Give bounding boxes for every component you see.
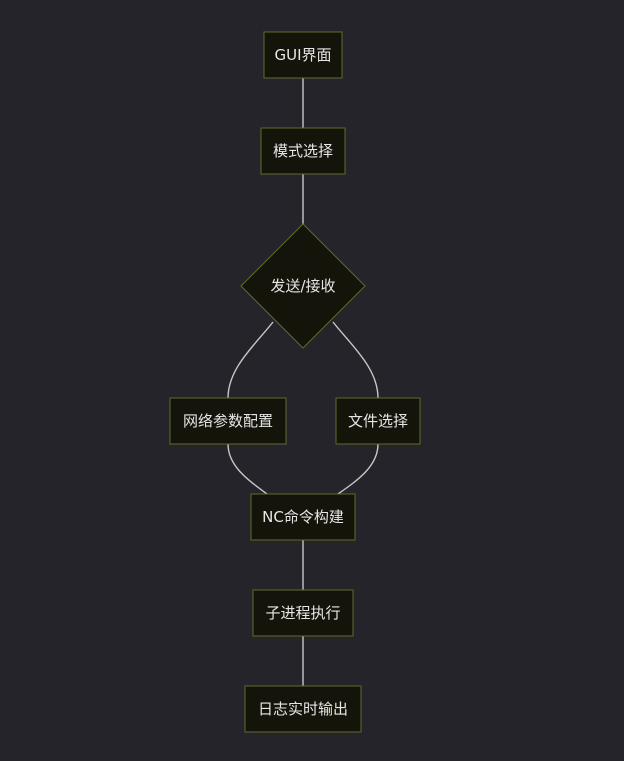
- edge-sendrecv-to-netcfg: [227, 321, 274, 399]
- node-ncbuild-label: NC命令构建: [262, 508, 344, 526]
- node-mode-label: 模式选择: [273, 142, 333, 160]
- node-ncbuild-box: [250, 493, 356, 541]
- node-sendrecv: 发送/接收: [240, 223, 366, 349]
- node-sendrecv-diamond: [240, 223, 366, 349]
- node-ncbuild: NC命令构建: [250, 493, 356, 541]
- node-gui: GUI界面: [263, 31, 343, 79]
- node-netcfg-label: 网络参数配置: [183, 412, 273, 430]
- node-log-label: 日志实时输出: [258, 700, 348, 718]
- node-mode-box: [260, 127, 346, 175]
- edge-filesel-to-ncbuild: [337, 443, 379, 495]
- node-gui-label: GUI界面: [274, 46, 331, 64]
- node-subproc: 子进程执行: [252, 589, 354, 637]
- node-log: 日志实时输出: [244, 685, 362, 733]
- node-filesel: 文件选择: [335, 397, 421, 445]
- node-subproc-label: 子进程执行: [265, 604, 340, 622]
- node-subproc-box: [252, 589, 354, 637]
- edge-netcfg-to-ncbuild: [227, 443, 268, 495]
- node-log-box: [244, 685, 362, 733]
- node-sendrecv-label: 发送/接收: [270, 277, 335, 295]
- node-filesel-label: 文件选择: [348, 412, 408, 430]
- node-netcfg-box: [169, 397, 287, 445]
- node-gui-box: [263, 31, 343, 79]
- node-netcfg: 网络参数配置: [169, 397, 287, 445]
- node-filesel-box: [335, 397, 421, 445]
- node-mode: 模式选择: [260, 127, 346, 175]
- edge-sendrecv-to-filesel: [332, 321, 379, 399]
- edges: [227, 78, 379, 686]
